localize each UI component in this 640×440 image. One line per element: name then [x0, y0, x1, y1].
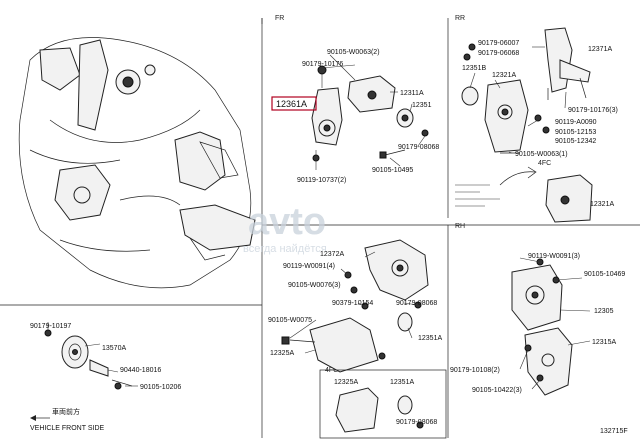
vehicle-front-legend: [30, 415, 50, 421]
label-12371a: 12371A: [588, 46, 612, 53]
diagram-id: 132715F: [600, 428, 628, 435]
label-90105-10469: 90105-10469: [584, 271, 625, 278]
rh-right-mount-group: [511, 257, 591, 396]
label-90119-10737-2: 90119-10737(2): [297, 177, 346, 184]
vehicle-front-label-jp: 車両前方: [52, 407, 80, 416]
label-90179-10108-2: 90179-10108(2): [450, 367, 500, 374]
label-12372a: 12372A: [320, 251, 344, 258]
label-12351a-box: 12351A: [390, 379, 414, 386]
label-90179-08068: 90179-08068: [398, 144, 439, 151]
label-90179-10197: 90179-10197: [30, 323, 71, 330]
label-90105-12153: 90105-12153: [555, 129, 596, 136]
label-12325a-box: 12325A: [334, 379, 358, 386]
vehicle-front-label-en: VEHICLE FRONT SIDE: [30, 425, 104, 432]
label-12311a: 12311A: [400, 90, 424, 97]
pulley-group: [44, 322, 138, 390]
label-12361a: 12361A: [276, 99, 307, 109]
label-12315a: 12315A: [592, 339, 616, 346]
label-12305: 12305: [594, 308, 614, 315]
label-90105-10495: 90105-10495: [372, 167, 413, 174]
highlight-box-12361a: [271, 96, 317, 111]
section-dividers: [0, 18, 640, 438]
label-90119-w0091-3-right: 90119-W0091(3): [528, 253, 580, 260]
label-90119-w0091-4: 90119-W0091(4): [283, 263, 335, 270]
label-90379-10154: 90379-10154: [332, 300, 373, 307]
section-fr-label: FR: [275, 15, 284, 22]
rh-center-mount-group: [281, 239, 447, 439]
label-90105-10422-3: 90105-10422(3): [472, 387, 522, 394]
label-12321a-top: 12321A: [492, 72, 516, 79]
label-90179-10176: 90179-10176: [302, 61, 343, 68]
label-90179-08068-b: 90179-08068: [396, 300, 437, 307]
fr-mount-group: [311, 54, 429, 170]
rr-mount-group: [455, 27, 593, 223]
watermark-brand: avto: [248, 201, 326, 243]
section-rr-label: RR: [455, 15, 465, 22]
label-90179-06068: 90179-06068: [478, 50, 519, 57]
label-12325a-left: 12325A: [270, 350, 294, 357]
section-rh-label: RH: [455, 223, 465, 230]
label-12321a-bottom: 12321A: [590, 201, 614, 208]
label-12351: 12351: [412, 102, 432, 109]
watermark-tagline: всегда найдётся: [243, 243, 327, 255]
label-90105-w0075: 90105-W0075: [268, 317, 312, 324]
label-13570a: 13570A: [102, 345, 126, 352]
label-12351b: 12351B: [462, 65, 486, 72]
label-90179-08068-box: 90179-08068: [396, 419, 437, 426]
section-4fc-rr-label: 4FC: [538, 160, 551, 167]
label-12351a: 12351A: [418, 335, 442, 342]
section-4fc-rh-label: 4FC: [325, 367, 338, 374]
label-90105-12342: 90105-12342: [555, 138, 596, 145]
label-90119-a0090: 90119-A0090: [555, 119, 597, 126]
label-90179-10176-3: 90179-10176(3): [568, 107, 618, 114]
label-90179-06007: 90179-06007: [478, 40, 519, 47]
watermark: avto всегда найдётся: [243, 201, 327, 255]
label-90440-18016: 90440-18016: [120, 367, 161, 374]
label-90105-w0063-1: 90105-W0063(1): [515, 151, 568, 158]
label-90105-w0076-3: 90105-W0076(3): [288, 282, 341, 289]
engine-assembly: [18, 37, 256, 289]
label-90105-w0063-2: 90105-W0063(2): [327, 49, 380, 56]
label-90105-10206: 90105-10206: [140, 384, 181, 391]
